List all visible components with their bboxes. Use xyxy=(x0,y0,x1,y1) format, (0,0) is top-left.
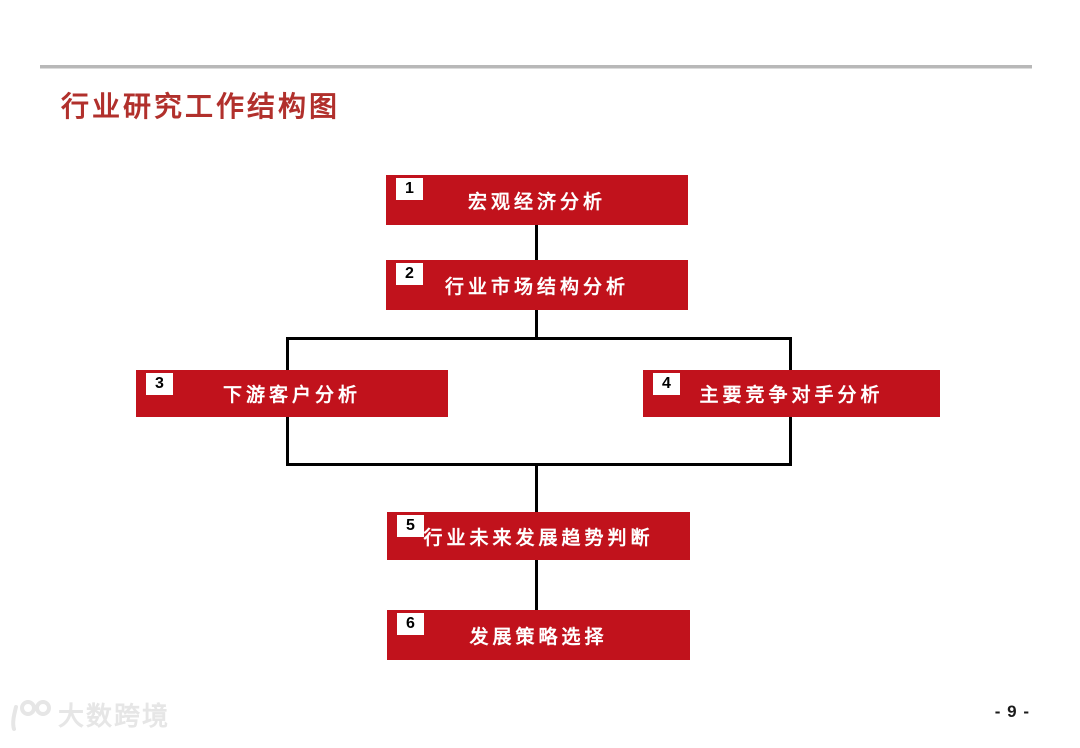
node-number-badge: 5 xyxy=(397,515,424,537)
connector-node5-node6 xyxy=(535,560,538,611)
node-number-badge: 3 xyxy=(146,373,173,395)
page-title: 行业研究工作结构图 xyxy=(61,92,341,123)
node-label: 主要竞争对手分析 xyxy=(699,385,884,406)
flow-node-1: 1 宏观经济分析 xyxy=(386,175,688,225)
node-number-badge: 2 xyxy=(396,263,423,285)
node-label: 下游客户分析 xyxy=(222,385,361,406)
100-logo-icon xyxy=(8,697,52,733)
node-label: 行业未来发展趋势判断 xyxy=(423,527,654,549)
node-label: 行业市场结构分析 xyxy=(444,276,629,298)
node-number-badge: 4 xyxy=(653,373,680,395)
connector-node1-node2 xyxy=(535,225,538,261)
page-number: - 9 - xyxy=(994,702,1030,721)
node-number-badge: 1 xyxy=(396,178,423,200)
flow-node-5: 5 行业未来发展趋势判断 xyxy=(387,512,690,560)
watermark: 大数跨境 xyxy=(8,696,170,733)
node-label: 发展策略选择 xyxy=(469,626,608,648)
flow-node-2: 2 行业市场结构分析 xyxy=(386,260,688,310)
flow-node-6: 6 发展策略选择 xyxy=(387,610,690,660)
node-number-badge: 6 xyxy=(397,613,424,635)
connector-merge-node5 xyxy=(535,465,538,513)
flow-node-3: 3 下游客户分析 xyxy=(136,370,448,417)
header-divider-line xyxy=(40,65,1032,69)
flow-node-4: 4 主要竞争对手分析 xyxy=(643,370,940,417)
node-label: 宏观经济分析 xyxy=(467,191,606,213)
connector-node2-branch xyxy=(535,310,538,339)
watermark-text: 大数跨境 xyxy=(58,701,171,731)
